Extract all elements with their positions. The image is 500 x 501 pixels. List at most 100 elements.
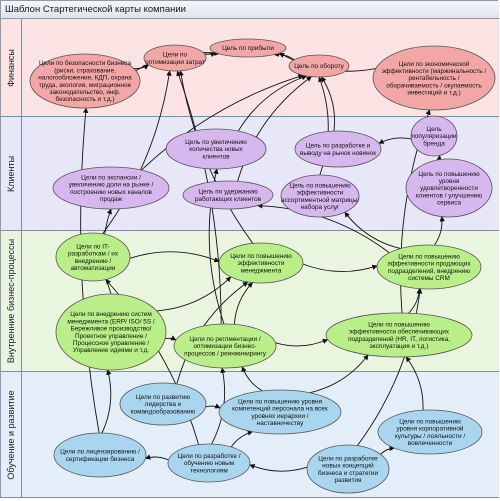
link-sales-to-satisf	[434, 216, 445, 246]
link-retain-to-turnover	[237, 76, 312, 182]
goal-shape	[53, 432, 147, 478]
link-safety-to-cost	[133, 64, 149, 70]
link-sales-to-retain	[256, 203, 390, 254]
goal-label-line: подразделений (HR, IT, логистика,	[348, 335, 450, 343]
link-compet-to-regl	[241, 366, 263, 392]
link-regl-to-support	[275, 338, 329, 347]
link-expansion-to-turnover	[141, 74, 304, 171]
goal-label-line: эксплуатация и т.д.)	[370, 343, 429, 350]
goal-label-line: работающих клиентов	[195, 195, 262, 203]
goal-label-line: эффективности	[238, 260, 285, 267]
link-systems-to-regl	[165, 335, 177, 341]
goal-label-line: бизнеса и стратегии	[318, 469, 379, 477]
goal-regl[interactable]: Цели по реглментации /оптимизации бизнес…	[173, 323, 277, 369]
link-tech-to-license	[144, 454, 169, 461]
goal-label-line: Цели по внедрению систем	[70, 311, 152, 318]
goal-license[interactable]: Цели по лицензированию /сертификации биз…	[53, 432, 147, 478]
goal-label-line: автоматизации	[71, 265, 116, 272]
goal-label-line: уровнях иерархии /	[251, 413, 308, 420]
goal-label-line: оптимизации бизнес-	[193, 342, 256, 350]
goal-label-line: Цели по повышению	[398, 253, 460, 260]
goal-label-line: эффективности (маржинальность /	[382, 68, 487, 75]
goal-label-line: клиентов	[202, 153, 230, 160]
goal-shape	[119, 382, 207, 426]
goal-label-line: законодательство, инф.	[50, 89, 121, 96]
goal-shape	[306, 444, 390, 494]
goal-label-line: популяризации	[411, 133, 457, 140]
goal-label-line: Цели по развитию	[136, 394, 190, 401]
goal-safety[interactable]: Цели по безопасности бизнеса(риски, стра…	[29, 53, 141, 109]
goal-turnover[interactable]: Цель по обороту	[288, 54, 350, 78]
goal-label-line: труда, экология, миграционное	[39, 82, 132, 89]
goal-label-line: Цели по экспансии /	[81, 174, 141, 181]
link-newclients-to-turnover	[237, 75, 308, 132]
goal-label-line: эффективности обеспечивающих	[349, 328, 450, 336]
link-sales-to-assort	[344, 211, 401, 250]
goal-label-line: сертификации бизнеса	[66, 455, 135, 463]
goal-label-line: Цели по повышению уровня	[238, 398, 322, 405]
goal-label-line: технологиям	[190, 467, 228, 474]
goal-label-line: Цели по экономической	[399, 60, 470, 68]
goal-label-line: Цели по повышению	[368, 321, 430, 328]
goal-shape	[29, 53, 141, 109]
goal-label-line: выводу на рынок новинок	[300, 150, 376, 157]
goal-label-line: Цель по увеличению	[185, 139, 247, 146]
goal-label-line: Цели по повышению	[399, 418, 461, 425]
diagram-title: Шаблон Стартегической карты компании	[5, 4, 186, 15]
goal-label-line: системы CRM	[408, 275, 450, 282]
link-systems-to-mgmt	[156, 276, 232, 312]
goal-shape	[376, 244, 482, 290]
goal-profit[interactable]: Цель по прибыли	[209, 38, 287, 58]
goal-shape	[377, 409, 483, 455]
goal-label-line: Цель по повышению	[289, 182, 350, 189]
link-concept-to-sales	[357, 288, 423, 446]
goal-shape	[218, 242, 304, 284]
goal-label-line: Цели по повышению	[230, 253, 292, 260]
link-it-to-cost	[102, 70, 172, 235]
goal-shape	[372, 45, 496, 111]
link-it-to-mgmt	[129, 251, 220, 263]
goal-label-line: налогообложение, КДП, охрана	[38, 74, 132, 82]
goal-label-line: клиентов / улучшению	[416, 192, 482, 199]
goal-label-line: оборачиваемость / окупаемость	[386, 81, 482, 89]
goal-expansion[interactable]: Цели по экспансии /увеличению доли на ры…	[52, 166, 170, 210]
goal-shape	[167, 443, 251, 483]
goal-label: Цель по прибыли	[222, 44, 274, 52]
goal-label-line: продаж	[100, 196, 123, 203]
goal-shape	[410, 115, 458, 157]
lane-label-fin: Финансы	[1, 19, 22, 116]
goal-label-line: уровня корпоративной	[397, 425, 464, 433]
goal-label-line: Цели по разработке	[318, 454, 378, 462]
goal-label-line: менеджмента (ERP/ ISO/ 5S /	[67, 318, 155, 325]
goal-label-line: Бережливое производство/	[71, 326, 152, 333]
goal-label-line: (риски, страхование,	[54, 67, 116, 74]
